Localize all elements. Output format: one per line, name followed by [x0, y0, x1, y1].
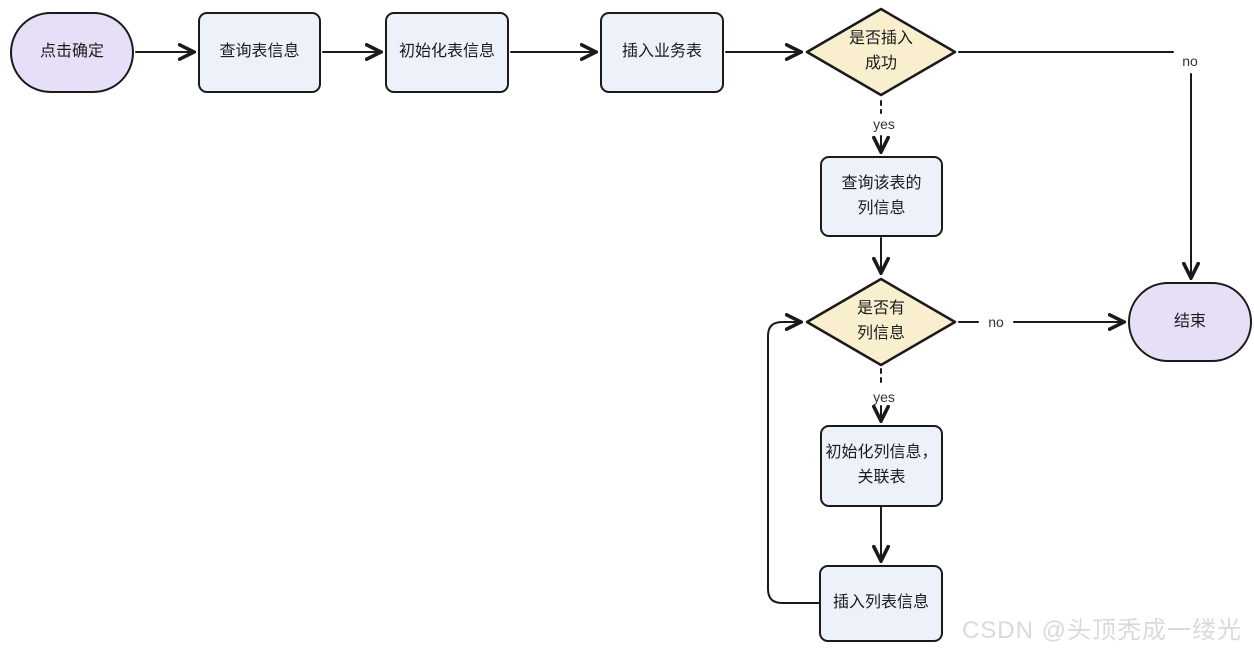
node-start-label: 点击确定 — [39, 43, 104, 61]
node-init-columns-label: 初始化列信息， 关联表 — [825, 444, 938, 486]
node-insert-column-list-label: 插入列表信息 — [832, 594, 929, 612]
node-decision-has-columns: 是否有 列信息 — [805, 277, 957, 367]
node-insert-business-label: 插入业务表 — [621, 43, 702, 61]
node-start: 点击确定 — [10, 12, 134, 93]
node-init-table-label: 初始化表信息 — [398, 43, 495, 61]
edge-label-has-columns-yes: yes — [870, 389, 898, 405]
node-has-columns-label: 是否有 列信息 — [856, 300, 905, 342]
node-insert-business: 插入业务表 — [600, 12, 724, 93]
edge-label-insert-success-yes: yes — [870, 116, 898, 132]
diamond-shape-icon — [805, 277, 957, 367]
edge-label-has-columns-no: no — [985, 314, 1007, 330]
node-query-columns: 查询该表的 列信息 — [820, 156, 943, 237]
node-end-label: 结束 — [1173, 312, 1206, 330]
node-insert-success-label: 是否插入 成功 — [848, 30, 913, 72]
node-end: 结束 — [1128, 282, 1252, 362]
node-init-columns: 初始化列信息， 关联表 — [820, 425, 943, 507]
node-query-table-label: 查询表信息 — [219, 43, 300, 61]
node-decision-insert-success: 是否插入 成功 — [805, 7, 957, 97]
diamond-shape-icon — [805, 7, 957, 97]
node-query-table: 查询表信息 — [198, 12, 321, 93]
node-insert-column-list: 插入列表信息 — [819, 565, 943, 642]
node-init-table: 初始化表信息 — [385, 12, 509, 93]
edge-label-insert-success-no: no — [1179, 53, 1201, 69]
csdn-watermark: CSDN @头顶秃成一缕光 — [961, 617, 1242, 644]
edge-insert-list-loop-to-has-columns — [767, 322, 820, 604]
node-query-columns-label: 查询该表的 列信息 — [841, 174, 922, 217]
